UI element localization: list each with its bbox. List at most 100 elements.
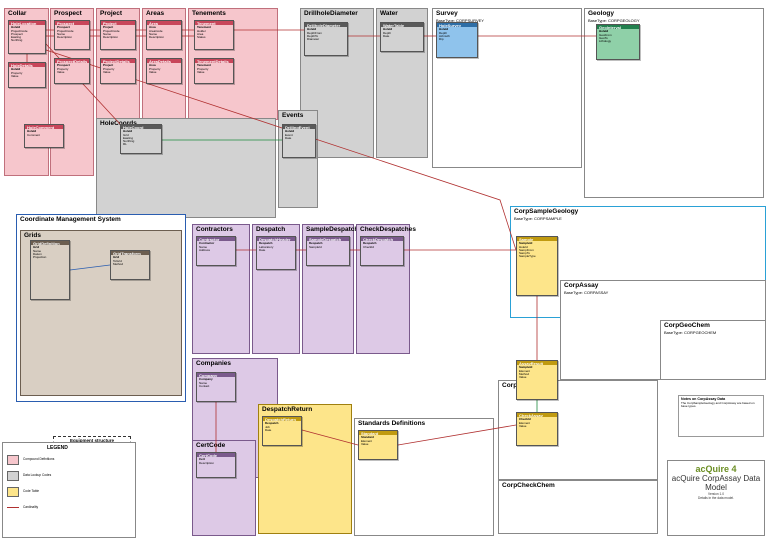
group-title: Survey bbox=[436, 10, 458, 17]
table-field: Date bbox=[383, 34, 390, 38]
table-field: Property bbox=[11, 71, 23, 75]
model-version: Version 1.0 bbox=[708, 492, 724, 496]
table-name: DespatchReturn bbox=[263, 417, 301, 422]
table-field: Area bbox=[197, 32, 204, 36]
table-field: Property bbox=[57, 67, 69, 71]
key-field: Project bbox=[103, 26, 114, 30]
table-field: Description bbox=[199, 461, 215, 465]
table-name: HoleCoord bbox=[121, 125, 161, 130]
table-field: Name bbox=[149, 32, 158, 36]
key-field: Grid bbox=[33, 246, 40, 250]
table-name: HoleLocation bbox=[9, 21, 45, 26]
notes-text: The CorpSampleGeology and CorpAssay are … bbox=[681, 400, 755, 409]
table-field: CheckId bbox=[363, 245, 375, 249]
table-field: ProjectCode bbox=[11, 29, 28, 33]
group-title: Prospect bbox=[54, 10, 82, 17]
table-field: Name bbox=[199, 245, 208, 249]
table-name: Project bbox=[101, 21, 135, 26]
group-subtitle: BaseType: CORPSURVEY bbox=[436, 18, 484, 23]
table-field: Value bbox=[103, 70, 111, 74]
key-field: Despatch bbox=[363, 242, 377, 246]
key-field: CheckId bbox=[519, 418, 531, 422]
legend-row-2: Data Lookup Codes bbox=[23, 473, 52, 477]
table-field: DepthFrom bbox=[307, 31, 323, 35]
legend: LEGEND Compound Definitions Data Lookup … bbox=[2, 442, 136, 538]
table-field: Lithology bbox=[599, 40, 612, 44]
table-field: Name bbox=[57, 32, 66, 36]
key-field: SampleId bbox=[519, 366, 533, 370]
table-field: Northing bbox=[123, 140, 135, 144]
table-field: Value bbox=[197, 70, 205, 74]
table-name: DespatchHeader bbox=[257, 237, 295, 242]
table-name: HoleSurvey bbox=[437, 23, 477, 28]
table-field: Value bbox=[519, 424, 527, 428]
table-field: Date bbox=[285, 136, 292, 140]
table-field: Element bbox=[519, 421, 531, 425]
table-field: Easting bbox=[123, 136, 134, 140]
key-field: Tenement bbox=[197, 64, 211, 68]
key-field: HoleId bbox=[599, 30, 609, 34]
group-corpcheckchem: CorpCheckChem bbox=[498, 480, 658, 534]
acquire-logo: acQuire 4 bbox=[695, 464, 737, 474]
legend-row-3: Code Table bbox=[23, 489, 40, 493]
table-field: Name bbox=[103, 32, 112, 36]
group-title: DespatchReturn bbox=[262, 406, 313, 413]
table-field: SampleId bbox=[309, 245, 322, 249]
group-title: Collar bbox=[8, 10, 27, 17]
table-field: Value bbox=[149, 70, 157, 74]
key-field: Area bbox=[149, 64, 156, 68]
table-name: HoleComment bbox=[25, 125, 63, 130]
key-field: Project bbox=[103, 64, 114, 68]
table-field: Value bbox=[57, 70, 65, 74]
table-field: Address bbox=[199, 248, 211, 252]
table-field: Element bbox=[519, 369, 531, 373]
group-title: CheckDespatches bbox=[360, 226, 416, 233]
table-name: GeoInterval bbox=[597, 25, 639, 30]
legend-swatch-yellow bbox=[7, 487, 19, 497]
table-field: Description bbox=[149, 36, 165, 40]
table-field: Date bbox=[265, 428, 272, 432]
table-field: Property bbox=[103, 67, 115, 71]
table-field: Value bbox=[11, 74, 19, 78]
table-name: GridDefinition bbox=[31, 241, 69, 246]
table-field: AreaCode bbox=[149, 29, 163, 33]
table-field: ProjectCode bbox=[103, 29, 120, 33]
